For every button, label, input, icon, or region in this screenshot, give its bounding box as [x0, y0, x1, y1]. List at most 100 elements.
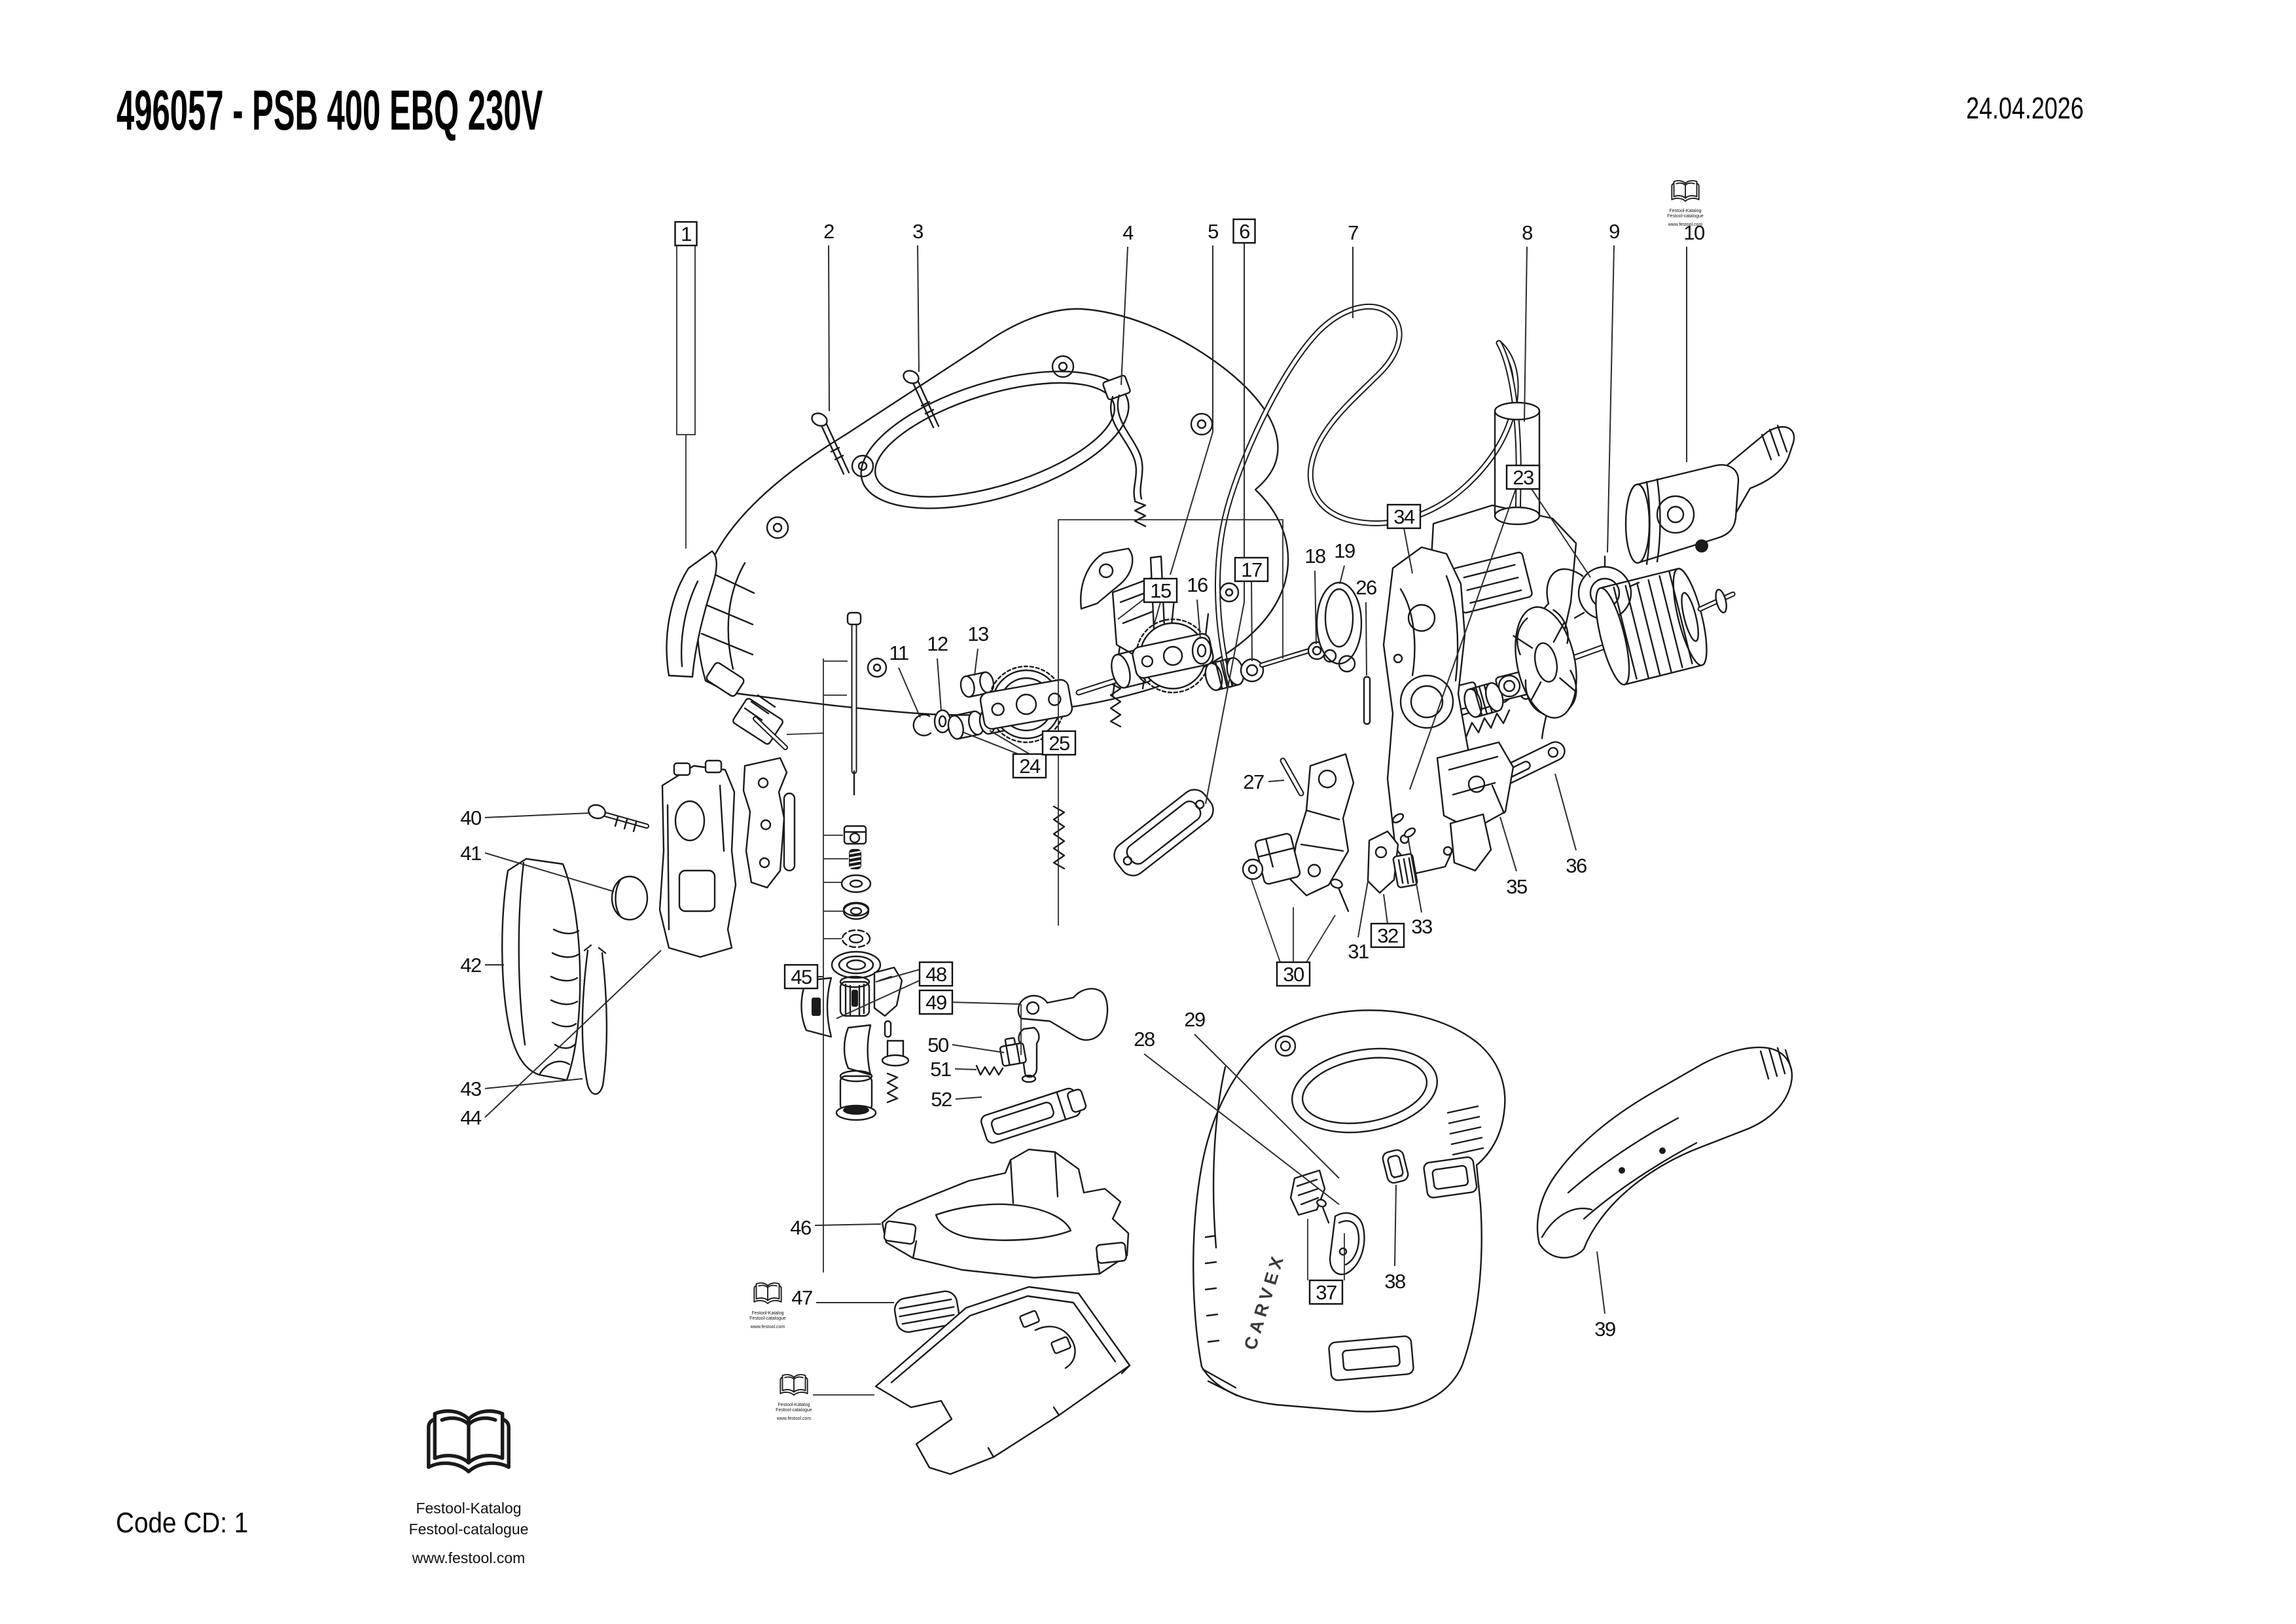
part-lever-cluster-27-33: [1242, 753, 1418, 912]
festool-catalog-book-icon: Festool-KatalogFestool-cataloguewww.fest…: [749, 1282, 786, 1329]
callout-15: 15: [1117, 577, 1178, 624]
svg-text:36: 36: [1566, 854, 1587, 877]
callout-52: 52: [931, 1088, 982, 1111]
code-cd-label: Code CD: 1: [116, 1507, 249, 1539]
svg-text:28: 28: [1134, 1028, 1155, 1051]
callout-40: 40: [460, 806, 591, 829]
svg-text:46: 46: [790, 1216, 811, 1239]
callout-31: 31: [1348, 880, 1369, 963]
part-wire-bail-43: [581, 944, 608, 1095]
svg-text:26: 26: [1355, 576, 1376, 599]
part-cap-41: [611, 875, 649, 921]
svg-text:www.festool.com: www.festool.com: [750, 1325, 785, 1329]
part-gear-train: [912, 581, 1371, 744]
svg-text:Festool-catalogue: Festool-catalogue: [1667, 214, 1704, 219]
svg-text:31: 31: [1348, 940, 1369, 963]
svg-text:30: 30: [1283, 963, 1304, 986]
callout-12: 12: [927, 632, 948, 712]
drawing-layer: CARVEX: [501, 303, 1795, 1475]
callout-9: 9: [1607, 220, 1621, 553]
callout-19: 19: [1334, 539, 1355, 585]
svg-text:34: 34: [1393, 505, 1415, 528]
svg-text:52: 52: [931, 1088, 952, 1111]
svg-text:33: 33: [1411, 915, 1432, 938]
callout-26: 26: [1355, 576, 1377, 676]
callout-13: 13: [967, 623, 989, 676]
callout-1: 1: [674, 221, 698, 247]
svg-text:17: 17: [1241, 558, 1262, 581]
callout-50: 50: [927, 1034, 1005, 1056]
callout-10: 10: [1683, 221, 1706, 462]
svg-text:24: 24: [1019, 755, 1041, 778]
callout-30: 30: [1276, 961, 1311, 987]
callout-18: 18: [1304, 545, 1326, 645]
callout-17: 17: [1234, 556, 1269, 662]
bracket-line: [1058, 519, 1283, 731]
svg-text:5: 5: [1208, 220, 1218, 243]
bracket-line: [1306, 914, 1336, 963]
callout-38: 38: [1384, 1184, 1406, 1293]
svg-text:50: 50: [927, 1034, 949, 1056]
festool-catalog-book-icon: Festool-KatalogFestool-cataloguewww.fest…: [1667, 180, 1704, 227]
bracket-line: [676, 245, 696, 435]
svg-text:13: 13: [967, 623, 988, 645]
svg-text:Festool-Katalog: Festool-Katalog: [416, 1500, 521, 1517]
part-cover-42: [501, 857, 581, 1081]
part-carriage-35-36: [1436, 709, 1566, 872]
callout-28: 28: [1134, 1028, 1340, 1205]
svg-text:44: 44: [460, 1106, 482, 1129]
part-armature-23: [1463, 568, 1736, 719]
callout-29: 29: [1184, 1008, 1340, 1179]
callout-7: 7: [1348, 221, 1359, 318]
callout-37: 37: [1308, 1279, 1344, 1305]
callout-33: 33: [1408, 840, 1433, 938]
svg-text:51: 51: [930, 1058, 951, 1081]
part-lever-49-group: [975, 988, 1109, 1144]
part-cable-4: [1102, 374, 1147, 528]
svg-text:11: 11: [889, 641, 908, 664]
bracket-line: [1251, 879, 1281, 963]
svg-text:12: 12: [927, 632, 948, 655]
svg-text:37: 37: [1316, 1281, 1336, 1304]
callout-49: 49: [918, 989, 1022, 1015]
callout-39: 39: [1594, 1251, 1616, 1341]
part-blade-clamp-48: [800, 966, 910, 1121]
svg-text:45: 45: [791, 965, 812, 988]
callout-35: 35: [1499, 816, 1528, 898]
svg-text:39: 39: [1594, 1318, 1615, 1341]
festool-catalog-book-icon: Festool-KatalogFestool-cataloguewww.fest…: [409, 1411, 529, 1566]
part-guide-housing-44: [658, 757, 796, 958]
callout-11: 11: [889, 641, 921, 718]
callout-34: 34: [1386, 503, 1422, 574]
svg-text:38: 38: [1384, 1270, 1405, 1293]
callout-44: 44: [460, 950, 662, 1129]
festool-catalog-book-icon: Festool-KatalogFestool-cataloguewww.fest…: [776, 1374, 812, 1421]
svg-text:25: 25: [1049, 732, 1069, 755]
svg-text:29: 29: [1184, 1008, 1205, 1031]
part-clips-37: [1289, 1169, 1365, 1276]
callout-51: 51: [930, 1058, 977, 1081]
part-insert-47: [893, 1290, 960, 1333]
svg-text:48: 48: [925, 963, 946, 986]
callout-16: 16: [1187, 573, 1208, 640]
callout-27: 27: [1243, 770, 1285, 793]
svg-text:10: 10: [1683, 221, 1705, 244]
svg-text:Festool-Katalog: Festool-Katalog: [751, 1311, 783, 1316]
part-nozzle-39: [1536, 1046, 1793, 1259]
svg-text:23: 23: [1513, 466, 1534, 489]
svg-text:9: 9: [1609, 220, 1619, 243]
part-base-46: [881, 1148, 1130, 1279]
callout-45: 45: [783, 964, 823, 990]
svg-text:Festool-catalogue: Festool-catalogue: [409, 1521, 529, 1538]
callout-48: 48: [836, 961, 954, 1019]
svg-text:42: 42: [460, 954, 481, 977]
callout-4: 4: [1121, 221, 1135, 386]
svg-text:41: 41: [460, 842, 481, 865]
svg-text:35: 35: [1506, 875, 1527, 898]
callout-25: 25: [1041, 730, 1077, 756]
part-plunger-column-45: [753, 611, 882, 979]
svg-text:8: 8: [1522, 221, 1532, 244]
svg-text:43: 43: [460, 1077, 481, 1100]
callout-43: 43: [460, 1077, 583, 1100]
